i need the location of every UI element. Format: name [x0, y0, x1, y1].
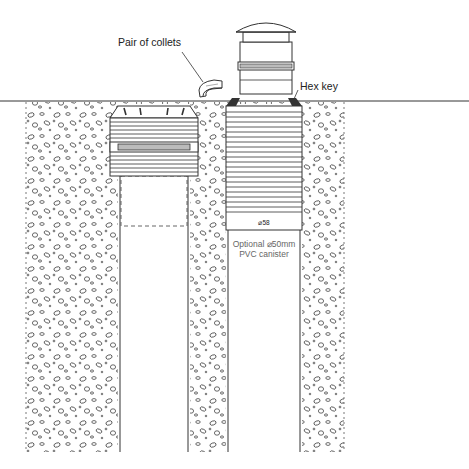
rib-line: [110, 122, 198, 123]
rib-line: [226, 167, 302, 168]
rib-line: [226, 177, 302, 178]
rib-line: [110, 160, 198, 161]
rib-line: [110, 164, 198, 165]
dimension-label: ⌀58: [258, 219, 269, 226]
rib-line: [110, 134, 198, 135]
rib-line: [226, 137, 302, 138]
rib-line: [110, 130, 198, 131]
rib-line: [226, 152, 302, 153]
note-label: Optional ⌀50mm PVC canister: [231, 240, 297, 260]
rib-line: [226, 207, 302, 208]
rib-line: [110, 126, 198, 127]
rib-line: [110, 168, 198, 169]
part-label: Hex key: [300, 80, 338, 92]
rib-line: [226, 172, 302, 173]
rib-line: [226, 192, 302, 193]
rib-line: [226, 187, 302, 188]
rib-line: [226, 132, 302, 133]
rib-line: [226, 112, 302, 113]
rib-line: [226, 142, 302, 143]
rib-line: [110, 138, 198, 139]
rib-line: [226, 212, 302, 213]
rib-line: [226, 122, 302, 123]
rib-line: [226, 157, 302, 158]
rib-line: [226, 127, 302, 128]
rib-line: [226, 147, 302, 148]
rib-line: [226, 182, 302, 183]
rib-line: [226, 197, 302, 198]
rib-line: [226, 202, 302, 203]
rib-line: [226, 162, 302, 163]
part-label: Pair of collets: [118, 36, 181, 48]
rib-line: [110, 156, 198, 157]
rib-line: [226, 117, 302, 118]
rib-line: [110, 172, 198, 173]
